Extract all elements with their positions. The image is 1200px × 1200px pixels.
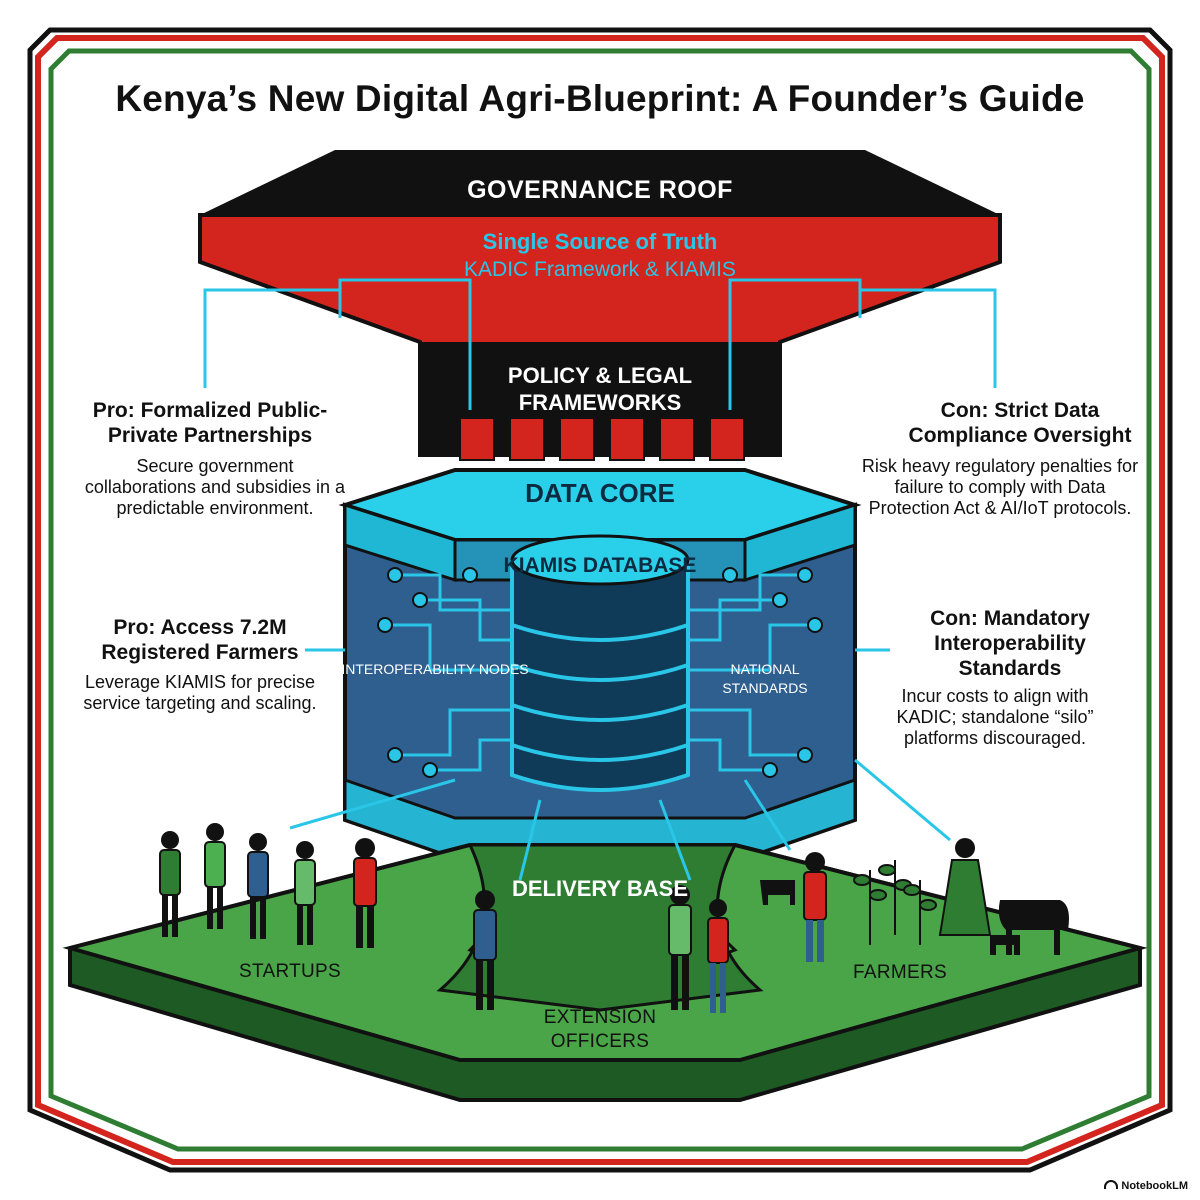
data-core-title: DATA CORE (525, 478, 675, 508)
delivery-base (62, 758, 1148, 1102)
con-compliance-body: Risk heavy regulatory penalties for fail… (861, 456, 1139, 518)
brand-name: NotebookLM (1121, 1180, 1188, 1192)
kadic-kiamis-label: KADIC Framework & KIAMIS (464, 258, 736, 281)
flag-border (27, 27, 1173, 1173)
pro-partnerships-body: Secure government collaborations and sub… (84, 456, 346, 518)
page-title: Kenya’s New Digital Agri-Blueprint: A Fo… (115, 78, 1085, 119)
kiamis-database-label: KIAMIS DATABASE (503, 554, 697, 577)
extension-officers-label: EXTENSION OFFICERS (543, 1007, 657, 1052)
notebooklm-icon (1104, 1180, 1119, 1189)
farmers-label: FARMERS (853, 962, 947, 983)
data-core (338, 468, 862, 860)
single-source-of-truth: Single Source of Truth (482, 229, 718, 254)
delivery-base-title: DELIVERY BASE (511, 876, 689, 901)
kiamis-database-icon (510, 534, 690, 792)
pro-partnerships-heading: Pro: Formalized Public-Private Partnersh… (92, 399, 328, 447)
con-interoperability-body: Incur costs to align with KADIC; standal… (896, 686, 1094, 748)
pro-farmers-body: Leverage KIAMIS for precise service targ… (83, 672, 317, 713)
con-interoperability-heading: Con: Mandatory Interoperability Standard… (930, 607, 1090, 680)
brand-watermark: NotebookLM (1104, 1180, 1188, 1192)
national-standards-label: NATIONAL STANDARDS (722, 661, 808, 696)
pro-farmers-heading: Pro: Access 7.2M Registered Farmers (101, 616, 299, 664)
startups-label: STARTUPS (239, 961, 341, 982)
governance-roof-title: GOVERNANCE ROOF (467, 176, 733, 204)
con-compliance-heading: Con: Strict Data Compliance Oversight (908, 399, 1132, 447)
interoperability-nodes-label: INTEROPERABILITY NODES (341, 661, 529, 677)
governance-roof (198, 150, 1002, 461)
policy-legal-label: POLICY & LEGAL FRAMEWORKS (507, 363, 693, 415)
